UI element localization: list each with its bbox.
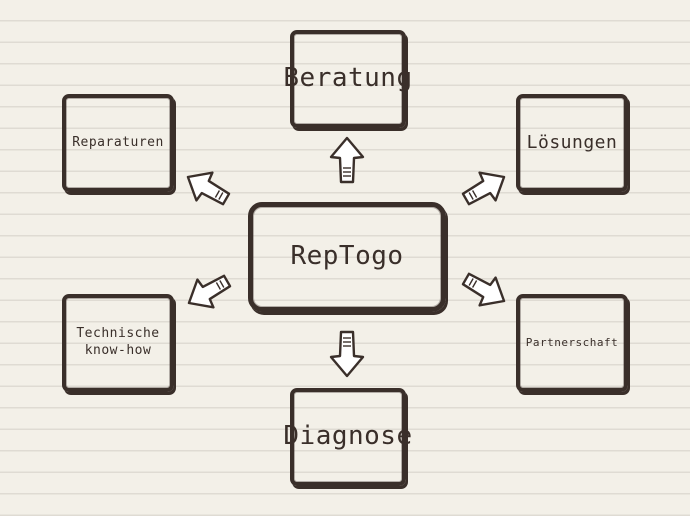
node-reparaturen-label: Reparaturen [72,134,164,150]
node-beratung-label: Beratung [283,63,413,94]
node-diagnose: Diagnose [283,388,412,486]
node-loesungen: Lösungen [516,94,628,192]
arrow-up-icon [329,136,365,184]
node-partnerschaft-label: Partnerschaft [525,335,619,349]
node-partnerschaft: Partnerschaft [516,294,628,392]
arrow-down-left-icon [187,274,232,309]
node-technische-know-how-label: Technische know-how [76,326,160,358]
node-diagnose-label: Diagnose [283,421,413,452]
node-beratung: Beratung [283,30,412,128]
node-loesungen-label: Lösungen [526,132,618,154]
node-reptogo: RepTogo [248,202,446,312]
node-technische-know-how: Technische know-how [62,294,174,392]
node-reparaturen: Reparaturen [62,94,174,192]
node-reptogo-label: RepTogo [290,241,404,272]
arrow-down-right-icon [461,272,506,307]
arrow-up-left-icon [186,171,231,206]
arrow-up-right-icon [461,171,506,206]
arrow-down-icon [329,330,365,378]
